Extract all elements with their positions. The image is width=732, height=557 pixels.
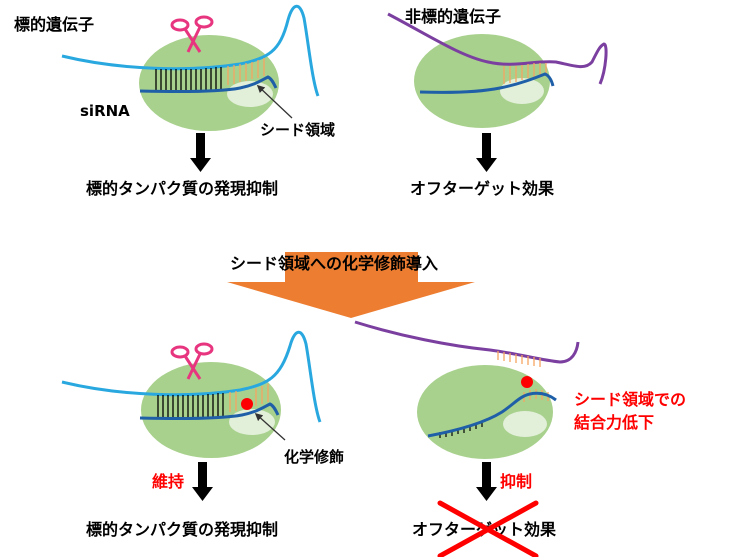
- down-arrow-shaft: [482, 133, 491, 159]
- binding-reduced-label-1: シード領域での: [574, 390, 686, 409]
- chemical-modification-dot: [241, 398, 253, 410]
- down-arrow-head: [476, 487, 497, 501]
- seed-pointer: [256, 84, 293, 119]
- down-arrow-shaft: [198, 462, 207, 488]
- bottom-left-panel: [61, 330, 322, 501]
- modification-pointer: [254, 412, 286, 441]
- risc-complex: [139, 35, 279, 131]
- offtarget-mrna: [354, 320, 580, 364]
- red-cross-mark: [437, 500, 539, 557]
- target-mrna: [61, 4, 320, 97]
- chemical-modification-label: 化学修飾: [284, 448, 344, 466]
- down-arrow-head: [190, 158, 211, 172]
- sirna-strand: [419, 72, 555, 94]
- scissors-icon: [170, 15, 214, 53]
- sirna-strand: [427, 391, 557, 438]
- down-arrow-shaft: [482, 462, 491, 488]
- down-arrow-head: [476, 158, 497, 172]
- base-pairs: [155, 67, 222, 91]
- base-pairs: [157, 393, 224, 418]
- sirna-strand: [139, 402, 280, 421]
- target-gene-label: 標的遺伝子: [14, 15, 94, 34]
- seed-region-label: シード領域: [260, 121, 335, 139]
- offtarget-mrna: [387, 12, 608, 85]
- suppress-label: 抑制: [500, 472, 532, 491]
- sirna-strand: [139, 75, 278, 94]
- bottom-right-panel: [354, 320, 580, 501]
- chemical-modification-dot: [521, 376, 533, 388]
- bottom-left-result: 標的タンパク質の発現抑制: [86, 520, 278, 539]
- top-right-panel: [387, 12, 608, 172]
- top-left-result: 標的タンパク質の発現抑制: [86, 179, 278, 198]
- argonaute-pocket: [503, 411, 547, 437]
- down-arrow-shaft: [196, 133, 205, 159]
- maintain-label: 維持: [152, 472, 184, 491]
- scissors-icon: [170, 342, 214, 380]
- modification-label: シード領域への化学修飾導入: [230, 254, 438, 273]
- non-target-gene-label: 非標的遺伝子: [405, 7, 501, 26]
- sirna-label: siRNA: [80, 102, 130, 120]
- big-orange-arrow: [227, 252, 475, 318]
- binding-reduced-label-2: 結合力低下: [574, 413, 654, 432]
- seed-pairs: [229, 384, 269, 412]
- risc-complex: [414, 34, 550, 128]
- down-arrow-head: [192, 487, 213, 501]
- target-mrna: [61, 330, 322, 423]
- top-left-panel: [61, 4, 320, 172]
- seed-pairs: [503, 63, 547, 84]
- top-right-result: オフターゲット効果: [410, 179, 554, 198]
- seed-pairs: [227, 58, 265, 85]
